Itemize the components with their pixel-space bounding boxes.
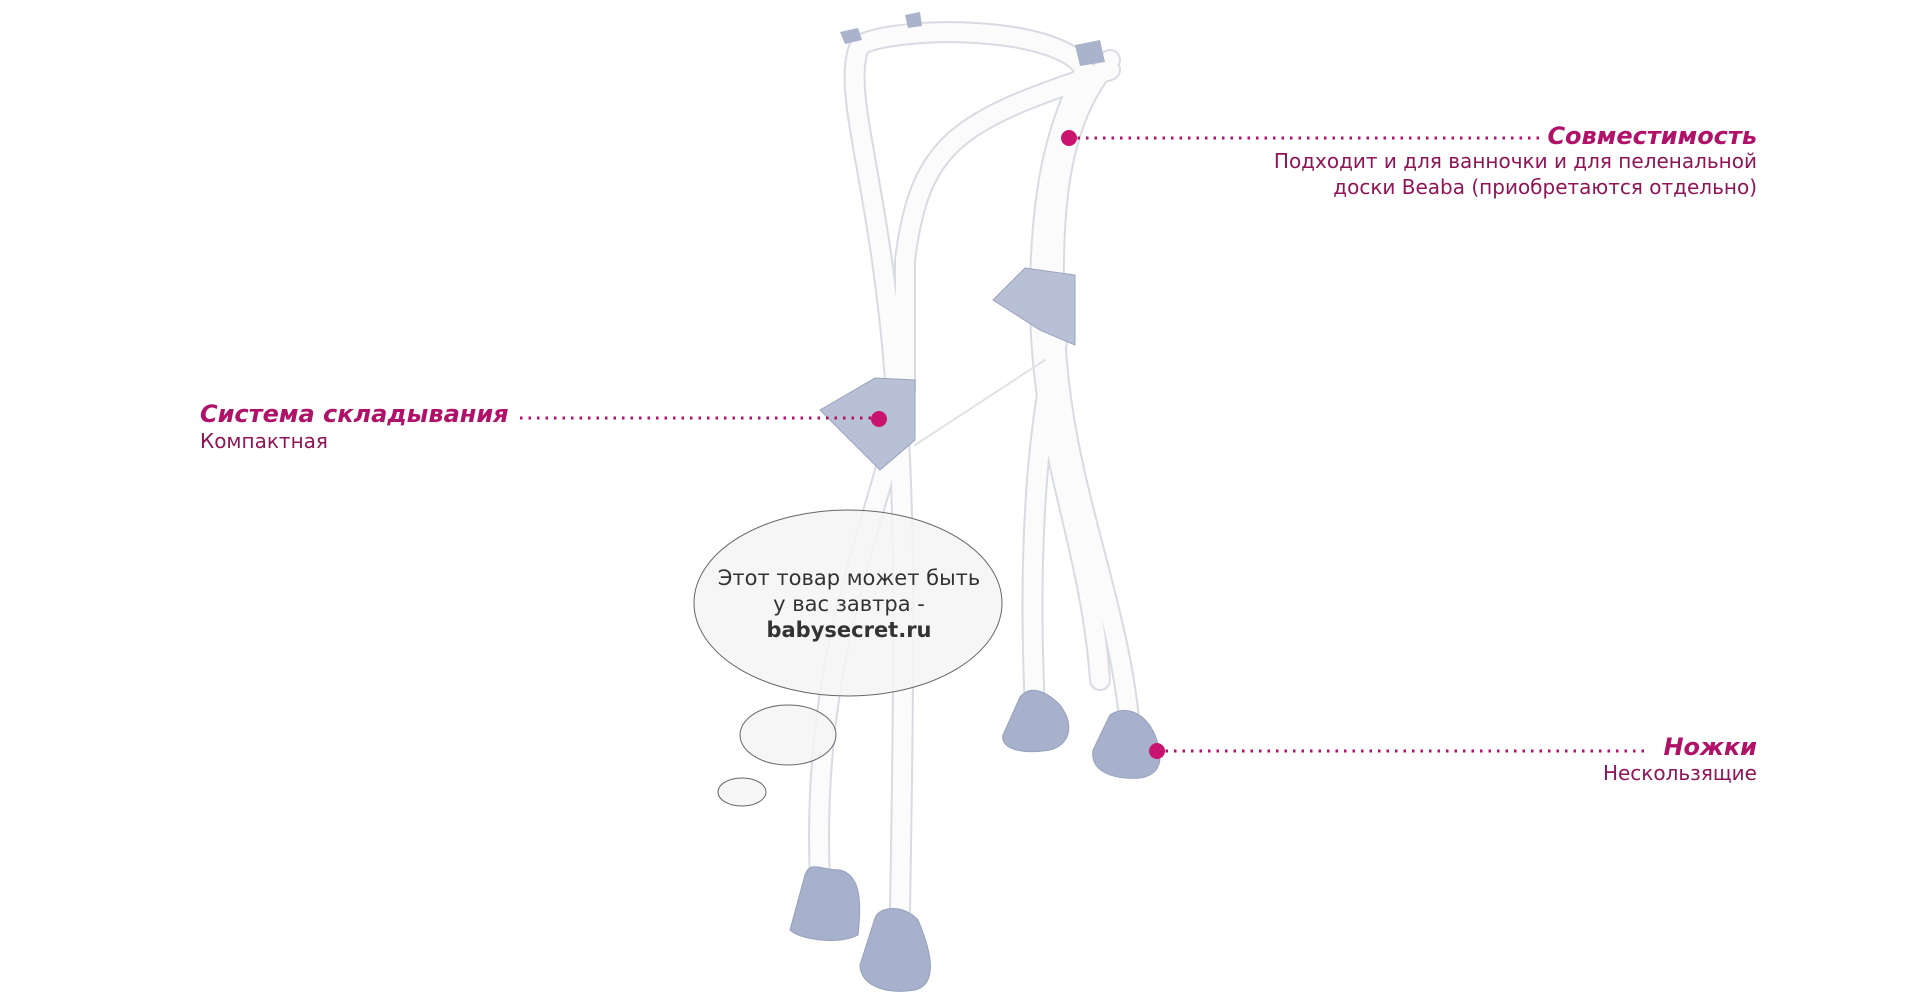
callout-title-legs: Ножки: [1663, 733, 1757, 761]
callout-title-folding: Система складывания: [200, 400, 509, 428]
bath-stand-image: [789, 12, 1161, 992]
bubble-line: Этот товар может быть: [717, 566, 981, 590]
callout-leaders: [520, 130, 1650, 759]
bubble-small: [717, 777, 767, 807]
bubble-site-name: babysecret.ru: [766, 618, 932, 642]
callout-dot-legs: [1149, 743, 1165, 759]
callout-dot-compatibility: [1061, 130, 1077, 146]
callout-desc-compatibility: Подходит и для ванночки и для пеленально…: [1274, 148, 1757, 200]
desc-line: доски Beaba (приобретаются отдельно): [1333, 175, 1757, 199]
bubble-text: Этот товар может быть у вас завтра - bab…: [694, 565, 1004, 643]
callout-dot-folding: [871, 411, 887, 427]
bubble-medium: [739, 704, 837, 766]
bubble-line: у вас завтра -: [773, 592, 925, 616]
feet: [789, 689, 1161, 992]
bubble-main: [693, 509, 1003, 697]
callout-desc-legs: Нескользящие: [1602, 761, 1757, 785]
callout-title-compatibility: Совместимость: [1547, 122, 1757, 150]
thought-bubble: [693, 509, 1003, 807]
desc-line: Подходит и для ванночки и для пеленально…: [1273, 149, 1757, 173]
callout-desc-folding: Компактная: [200, 429, 328, 453]
